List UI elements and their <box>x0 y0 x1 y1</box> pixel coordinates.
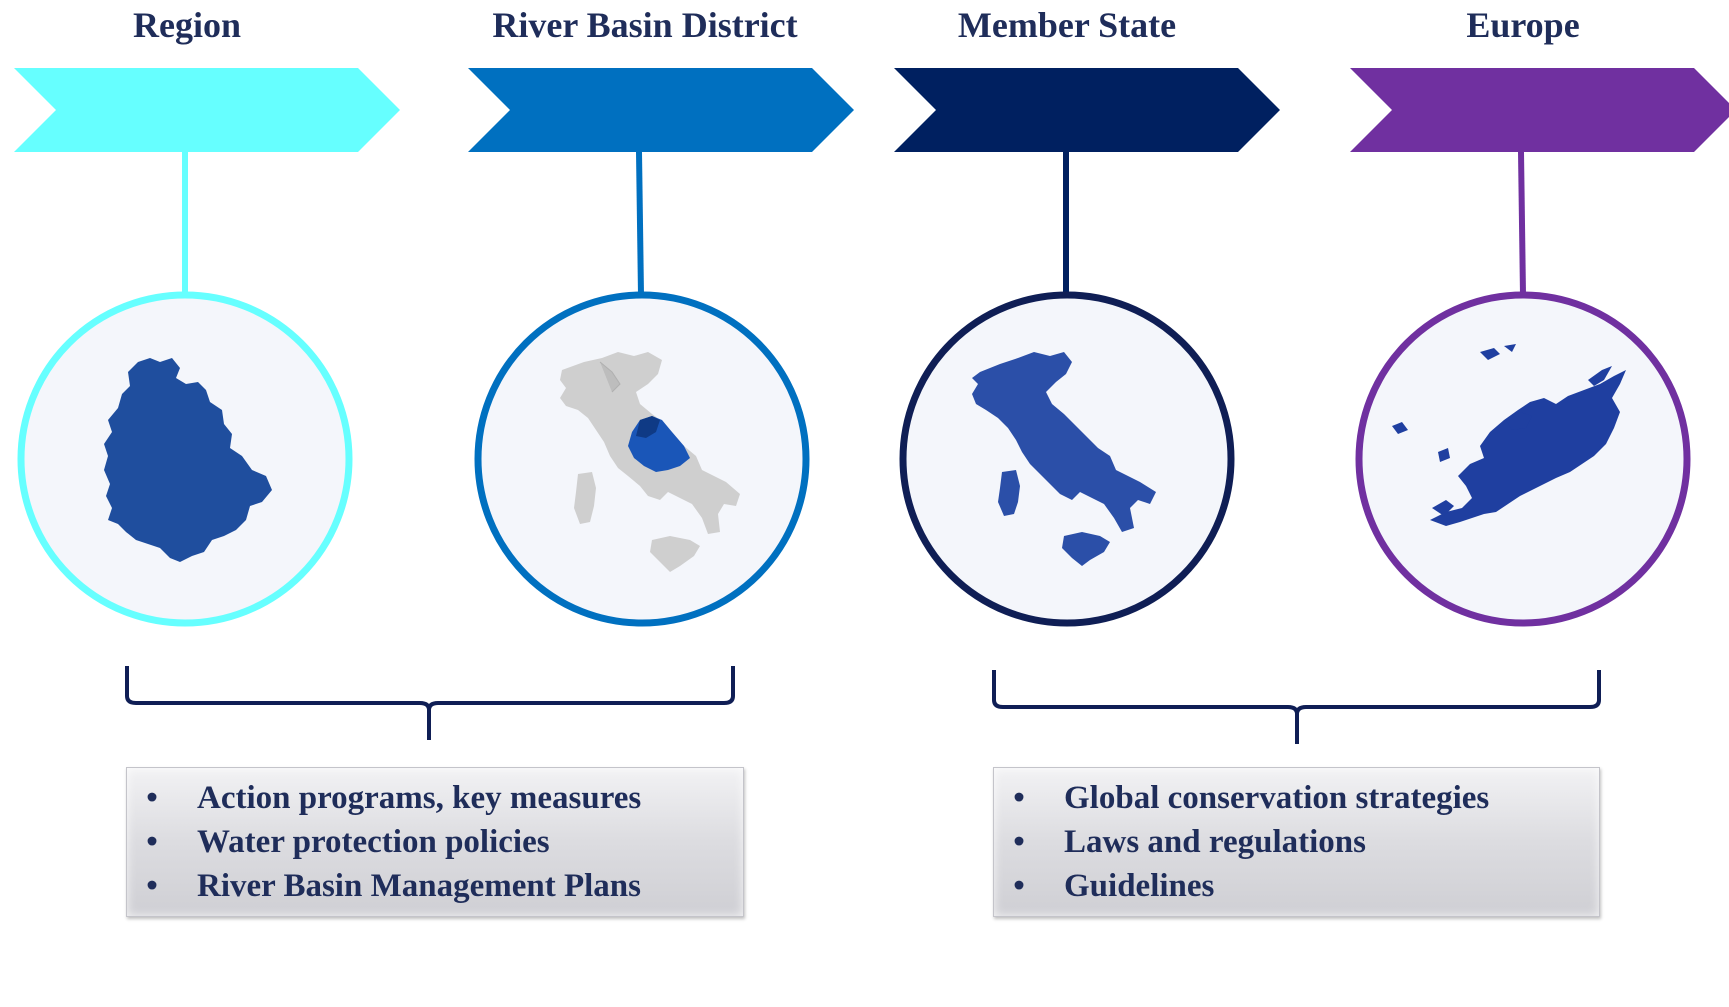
local-actions-box: •Action programs, key measures •Water pr… <box>126 767 744 917</box>
level-title-member-state: Member State <box>957 5 1177 45</box>
chevron-europe <box>1350 68 1729 152</box>
connector-river-basin-district <box>636 151 644 296</box>
chevron-river-basin-district <box>468 68 854 152</box>
brace-left <box>125 666 735 740</box>
list-item: •Laws and regulations <box>1013 824 1366 860</box>
connector-europe <box>1518 151 1526 296</box>
europe-map-icon <box>1392 344 1626 526</box>
list-item: •Action programs, key measures <box>146 780 642 816</box>
italy-central-district-map-icon <box>560 352 740 572</box>
level-title-river-basin-district: River Basin District <box>492 5 798 45</box>
list-item: •Global conservation strategies <box>1013 780 1490 816</box>
list-item: •Guidelines <box>1013 868 1215 904</box>
level-title-region: Region <box>133 5 241 45</box>
local-actions-list: •Action programs, key measures •Water pr… <box>127 768 743 908</box>
italy-map-icon <box>972 352 1156 566</box>
level-title-europe: Europe <box>1466 5 1580 45</box>
list-item: •River Basin Management Plans <box>146 868 641 904</box>
chevron-member-state <box>894 68 1280 152</box>
brace-right <box>992 670 1601 744</box>
global-actions-list: •Global conservation strategies •Laws an… <box>994 768 1599 908</box>
chevron-region <box>14 68 400 152</box>
global-actions-box: •Global conservation strategies •Laws an… <box>993 767 1600 917</box>
umbria-region-map-icon <box>104 358 272 562</box>
list-item: •Water protection policies <box>146 824 550 860</box>
